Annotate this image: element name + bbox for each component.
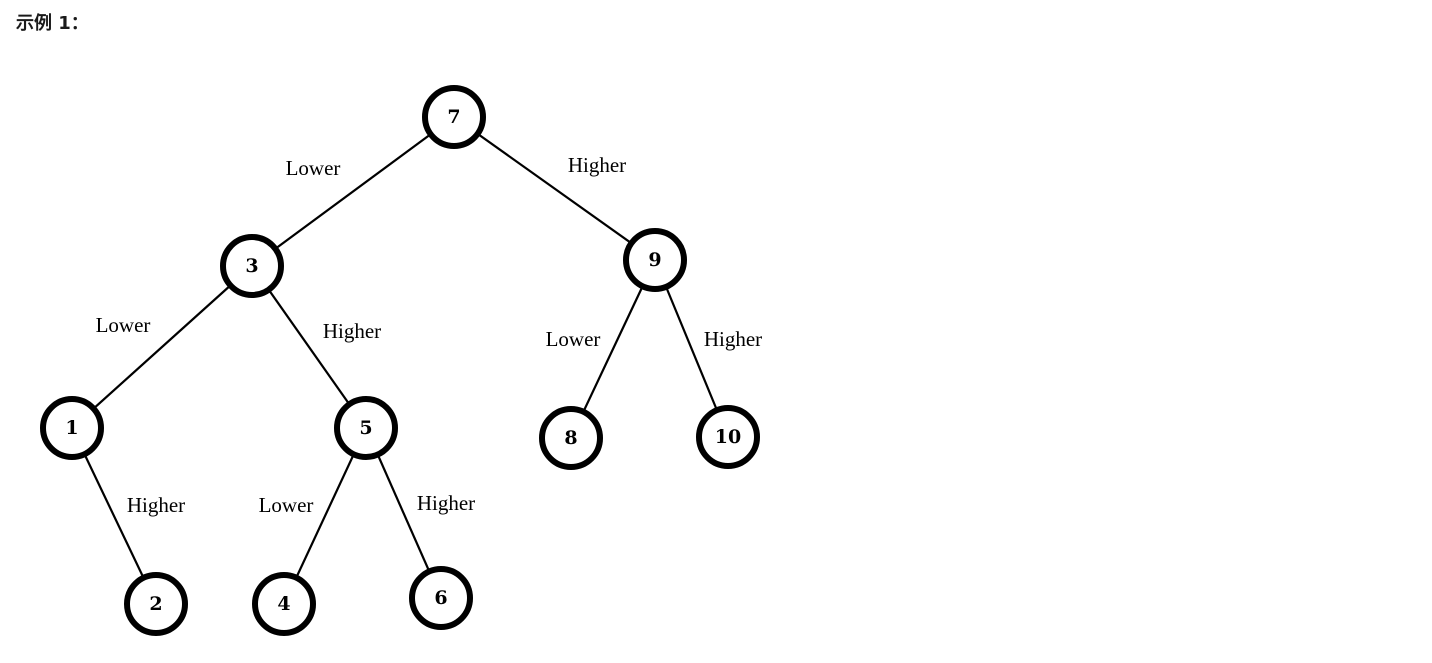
edge-n3-n5 <box>251 265 367 429</box>
tree-node-2: 2 <box>124 572 188 636</box>
tree-node-7: 7 <box>422 85 486 149</box>
node-circle <box>422 85 486 149</box>
edges-layer <box>71 116 730 605</box>
edge-n7-n3 <box>251 116 455 267</box>
node-value: 6 <box>434 587 447 609</box>
tree-node-9: 9 <box>623 228 687 292</box>
node-circle <box>220 234 284 298</box>
example-heading: 示例 1： <box>16 13 89 34</box>
node-value: 7 <box>447 106 460 128</box>
edge-n9-n8 <box>570 259 656 439</box>
node-circle <box>623 228 687 292</box>
edge-n3-n1 <box>71 265 253 429</box>
edge-n5-n4 <box>283 427 367 605</box>
edge-label-higher: Higher <box>704 327 762 351</box>
node-circle <box>539 406 603 470</box>
edge-n7-n9 <box>453 116 656 261</box>
node-circle <box>124 572 188 636</box>
edge-label-lower: Lower <box>546 327 601 351</box>
tree-node-3: 3 <box>220 234 284 298</box>
node-circle <box>409 566 473 630</box>
tree-node-4: 4 <box>252 572 316 636</box>
edge-label-lower: Lower <box>286 156 341 180</box>
edge-label-lower: Lower <box>96 313 151 337</box>
tree-node-8: 8 <box>539 406 603 470</box>
node-value: 4 <box>277 593 290 615</box>
edge-label-higher: Higher <box>323 319 381 343</box>
node-value: 2 <box>149 593 162 615</box>
node-value: 5 <box>359 417 372 439</box>
node-circle <box>40 396 104 460</box>
tree-node-6: 6 <box>409 566 473 630</box>
tree-node-5: 5 <box>334 396 398 460</box>
edge-label-higher: Higher <box>417 491 475 515</box>
tree-node-10: 10 <box>696 405 760 469</box>
node-value: 3 <box>245 255 258 277</box>
node-value: 9 <box>648 249 661 271</box>
node-circle <box>696 405 760 469</box>
node-circle <box>334 396 398 460</box>
node-value: 1 <box>65 417 78 439</box>
edge-label-lower: Lower <box>259 493 314 517</box>
node-value: 8 <box>564 427 577 449</box>
edge-label-higher: Higher <box>568 153 626 177</box>
edge-n1-n2 <box>71 427 157 605</box>
node-value: 10 <box>715 426 741 448</box>
node-circle <box>252 572 316 636</box>
tree-node-1: 1 <box>40 396 104 460</box>
edge-label-higher: Higher <box>127 493 185 517</box>
